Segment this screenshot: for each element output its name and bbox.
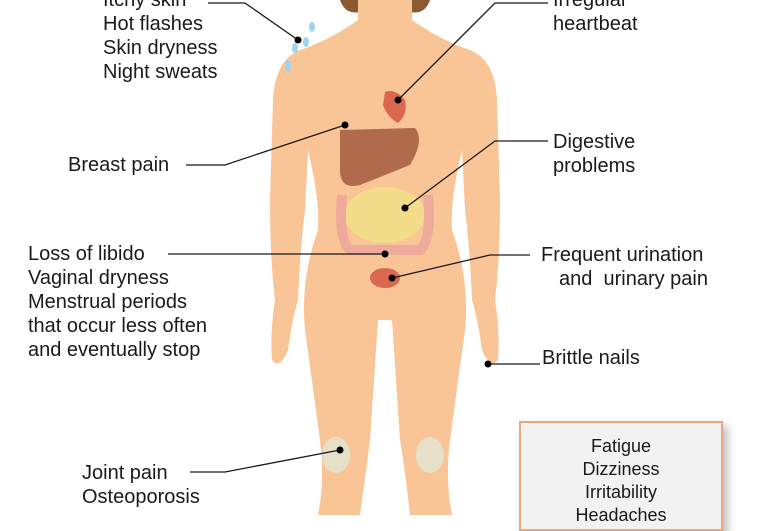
label-line: problems — [553, 155, 636, 177]
label-line: Hot flashes — [103, 13, 204, 35]
heart-symptoms-label: Irregular heartbeat — [553, 0, 638, 36]
label-line: Breast pain — [68, 154, 170, 176]
body-illustration — [168, 0, 548, 515]
skin-symptoms-label: Itchy skin Hot flashes Skin dryness Nigh… — [103, 0, 218, 84]
digestive-label: Digestive problems — [553, 130, 635, 178]
label-line: and eventually stop — [28, 339, 201, 361]
label-line: Joint pain — [82, 462, 168, 484]
box-line: Irritability — [584, 482, 657, 502]
liver-icon — [340, 128, 419, 186]
label-line: heartbeat — [553, 13, 638, 35]
joints-label: Joint pain Osteoporosis — [82, 461, 200, 509]
label-line: Loss of libido — [28, 243, 145, 265]
colon-icon — [336, 194, 434, 255]
marker-dots — [294, 36, 492, 454]
box-line: Fatigue — [590, 436, 652, 456]
knee-joint-icon — [416, 437, 444, 473]
label-line: Menstrual periods — [28, 291, 187, 313]
box-line: Headaches — [575, 505, 667, 525]
breast-label: Breast pain — [68, 153, 169, 177]
label-line: Itchy skin — [103, 0, 187, 11]
knee-joint-icon — [322, 437, 350, 473]
label-line: Vaginal dryness — [28, 267, 169, 289]
nails-label: Brittle nails — [542, 346, 640, 370]
label-line: Brittle nails — [542, 347, 640, 369]
label-line: Irregular — [553, 0, 628, 11]
intestines-icon — [345, 187, 425, 243]
label-line: and urinary pain — [559, 268, 708, 290]
general-symptoms-box: Fatigue Dizziness Irritability Headaches — [519, 421, 723, 531]
label-line: Frequent urination — [541, 244, 704, 266]
label-line: Digestive — [553, 131, 636, 153]
label-line: Osteoporosis — [82, 486, 200, 508]
leader-lines — [168, 2, 548, 473]
label-line: Skin dryness — [103, 37, 218, 59]
label-line: Night sweats — [103, 61, 218, 83]
sweat-drops-icon — [285, 22, 315, 72]
label-line: that occur less often — [28, 315, 207, 337]
urinary-label: Frequent urination and urinary pain — [541, 243, 708, 291]
bladder-icon — [370, 268, 400, 288]
reproductive-label: Loss of libido Vaginal dryness Menstrual… — [28, 242, 207, 362]
box-line: Dizziness — [582, 459, 660, 479]
